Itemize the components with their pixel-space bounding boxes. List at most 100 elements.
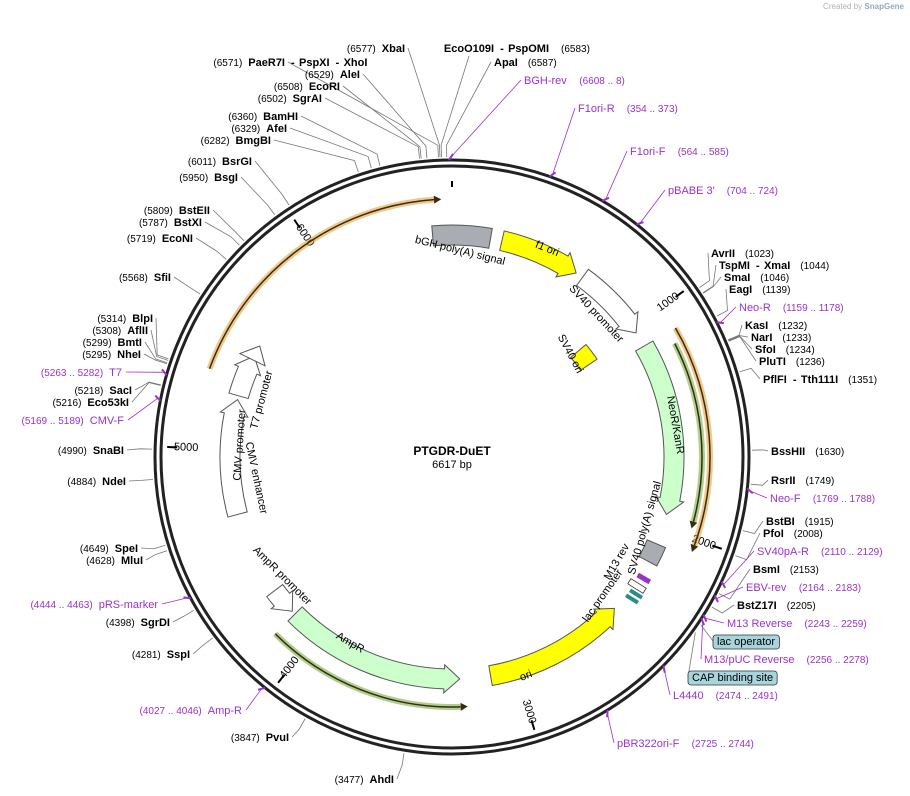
enzyme-position: (6282) <box>201 136 230 147</box>
arc-orange-top-halo <box>206 196 435 370</box>
primer-mark <box>636 221 644 226</box>
backbone-inner-ring <box>159 164 745 750</box>
primer-mark <box>700 617 706 626</box>
enzyme-separator: - <box>291 57 295 69</box>
primer-mark <box>702 614 708 622</box>
enzyme-leader <box>287 61 439 158</box>
credit-text: Created by <box>823 2 863 11</box>
primer-bgh-rev: BGH-rev(6608 .. 8) <box>448 75 625 161</box>
enzyme-position: (6508) <box>274 82 303 93</box>
primer-name: CMV-F <box>90 415 125 427</box>
enzyme-position: (6583) <box>561 44 590 55</box>
primer-leader <box>450 79 522 158</box>
primer-name: pRS-marker <box>99 599 159 611</box>
primer-cmv-f: CMV-F(5169 .. 5189) <box>22 394 162 427</box>
enzyme-position: (1023) <box>745 249 774 260</box>
enzyme-snabi: SnaBI(4990) <box>58 445 124 457</box>
primer-leader <box>700 621 704 660</box>
enzyme-name: NheI <box>117 349 141 361</box>
primer-prs-marker: pRS-marker(4444 .. 4463) <box>30 596 191 611</box>
primer-position: (4027 .. 4046) <box>140 706 202 717</box>
enzyme-name-2: PspOMI <box>508 43 549 55</box>
boxed-label-bg <box>712 634 780 650</box>
enzyme-name: SacI <box>109 385 132 397</box>
enzyme-position: (4628) <box>86 556 115 567</box>
enzyme-bsshii: BssHII(1630) <box>771 446 844 458</box>
enzyme-ahdi: AhdI(3477) <box>335 774 394 786</box>
small-features <box>625 572 652 605</box>
enzyme-leader <box>739 367 761 380</box>
boxed-label-text: lac operator <box>717 636 775 648</box>
enzyme-nhei: NheI(5295) <box>82 349 141 361</box>
enzyme-leader <box>131 382 161 403</box>
enzyme-separator: - <box>793 374 797 386</box>
enzyme-leader <box>155 317 169 360</box>
enzyme-leader <box>254 160 290 206</box>
enzyme-name: BsrGI <box>222 156 252 168</box>
enzyme-position: (6329) <box>231 124 260 135</box>
primer-sv40pa-r: SV40pA-R(2110 .. 2129) <box>720 546 883 589</box>
enzyme-position: (4990) <box>58 446 87 457</box>
primer-leader <box>749 490 768 499</box>
enzyme-name: PaeR7I <box>248 57 285 69</box>
enzyme-leader <box>204 221 240 246</box>
lac-promoter-mark <box>627 578 647 594</box>
enzyme-position: (5308) <box>92 326 121 337</box>
enzyme-saci: SacI(5218) <box>74 385 132 397</box>
arc-orange-top <box>208 198 435 370</box>
primer-leader <box>552 107 576 175</box>
enzyme-avrii: AvrII(1023) <box>711 248 774 260</box>
enzyme-name: BsgI <box>214 172 238 184</box>
enzyme-spei: SpeI(4649) <box>80 543 138 555</box>
enzyme-leader <box>173 276 201 295</box>
primer-mark <box>713 595 719 603</box>
enzyme-name: BsmI <box>753 564 780 576</box>
enzyme-leader <box>144 341 168 364</box>
enzyme-smai: SmaI(1046) <box>724 272 789 284</box>
feature-sv40-ori <box>570 343 598 372</box>
enzyme-name: PfoI <box>763 528 784 540</box>
feature-ampr <box>287 606 461 694</box>
enzyme-leader <box>751 449 769 452</box>
enzyme-leader <box>727 324 743 341</box>
arc-orange-right <box>674 327 711 546</box>
primer-mark <box>720 581 727 589</box>
enzyme-leader <box>289 127 372 169</box>
enzyme-name-2: PspXI <box>299 57 330 69</box>
enzyme-position: (6587) <box>528 58 557 69</box>
enzyme-name: BstXI <box>174 217 202 229</box>
enzyme-position: (6360) <box>228 112 257 123</box>
enzyme-leader <box>718 568 751 600</box>
primer-leader <box>719 306 737 323</box>
enzyme-name-2: Tth111I <box>801 374 838 386</box>
feature-t7-promoter <box>238 345 266 367</box>
primer-leader <box>723 550 755 586</box>
enzyme-name: TspMI <box>719 260 750 272</box>
features <box>219 224 685 694</box>
enzyme-position: (1139) <box>762 285 790 296</box>
enzyme-aflii: AflII(5308) <box>92 325 148 337</box>
enzyme-nari: NarI(1233) <box>751 332 811 344</box>
enzyme-blpi: BlpI(5314) <box>97 313 153 325</box>
primer-position: (2256 .. 2278) <box>806 655 868 666</box>
enzyme-position: (5216) <box>53 398 82 409</box>
enzyme-leader <box>291 718 306 738</box>
boxed-lac-operator: lac operator <box>712 634 780 650</box>
primer-position: (6608 .. 8) <box>579 76 625 87</box>
primer-position: (564 .. 585) <box>678 147 729 158</box>
feature-neor-kanr <box>634 340 685 516</box>
enzyme-position: (1044) <box>800 261 829 272</box>
enzyme-name: KasI <box>745 320 768 332</box>
enzyme-eco53ki: Eco53kI(5216) <box>53 397 130 409</box>
enzyme-leader <box>728 335 749 341</box>
enzyme-eagi: EagI(1139) <box>729 284 790 296</box>
enzyme-leader <box>172 609 195 623</box>
primer-mark <box>549 171 557 178</box>
enzyme-position: (3477) <box>335 775 364 786</box>
enzyme-bsteii: BstEII(5809) <box>144 205 210 217</box>
primer-name: Neo-F <box>770 493 801 505</box>
boxed-label-bg <box>687 670 778 686</box>
enzyme-position: (3847) <box>231 733 260 744</box>
enzyme-rsrii: RsrII(1749) <box>771 475 834 487</box>
